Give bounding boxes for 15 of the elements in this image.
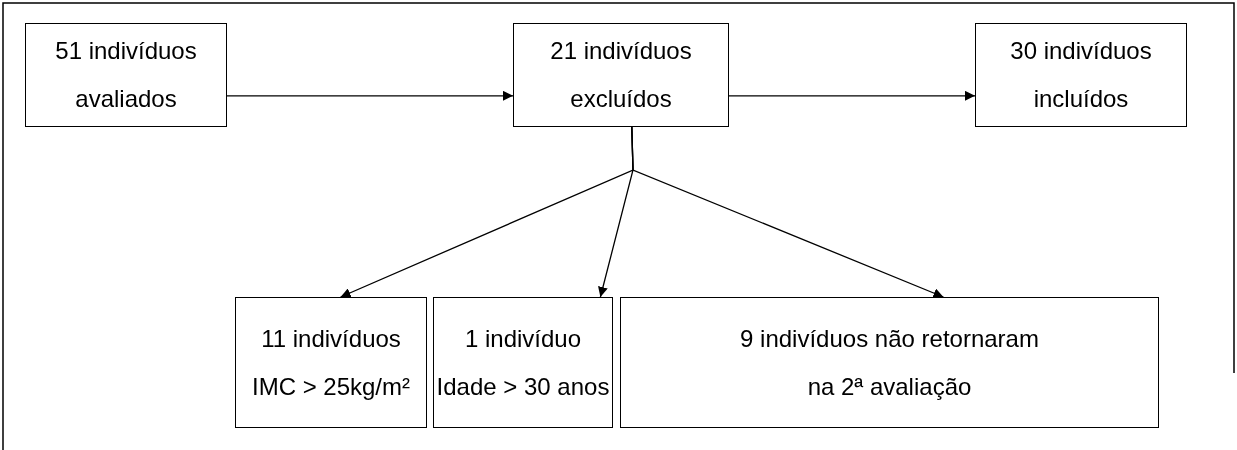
box-label: 51 indivíduos avaliados: [54, 36, 198, 114]
process-box: [620, 297, 1159, 428]
arrow: [728, 90, 976, 101]
arrow: [226, 90, 514, 101]
process-box: [433, 297, 613, 428]
box-label: 11 indivíduos IMC > 25kg/m²: [250, 323, 411, 402]
process-box: [513, 23, 729, 127]
box-label: 30 indivíduos incluídos: [1009, 36, 1153, 114]
box-label: 9 indivíduos não retornaram na 2ª avaliação: [739, 323, 1040, 402]
box-label: 21 indivíduos excluídos: [549, 36, 693, 114]
process-box: [235, 297, 427, 428]
box-label: 1 indivíduo Idade > 30 anos: [435, 323, 611, 402]
process-box: [975, 23, 1187, 127]
arrow: [631, 126, 945, 298]
process-box: [25, 23, 227, 127]
